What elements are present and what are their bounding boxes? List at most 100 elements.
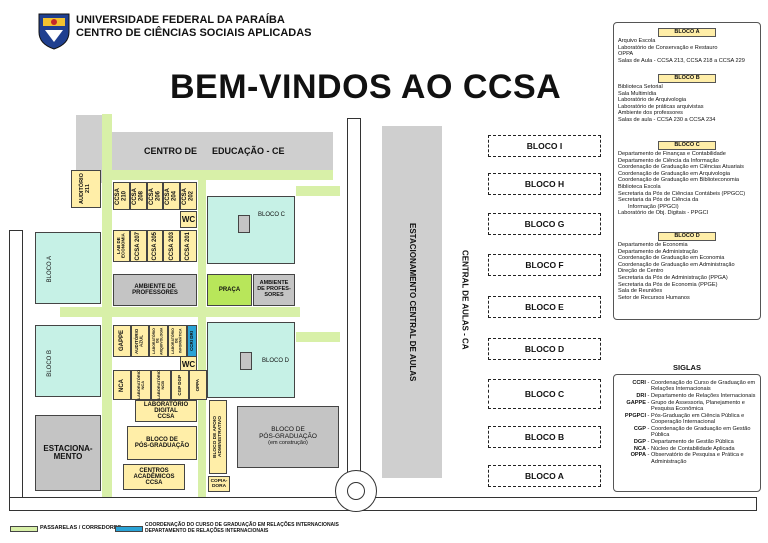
bloco-c-label: BLOCO C [258,212,286,218]
room-gappe: GAPPE [113,325,131,357]
sigla-abbr: GAPPE [626,399,646,406]
sigla-separator: - [646,452,651,459]
legend-walkway-swatch [10,526,38,532]
road-center-vertical [347,118,361,508]
sigla-row: CCRI - Coordenação do Curso de Graduação… [616,380,759,392]
room-lab-economia: LAB DE ECONOMIA [113,230,130,262]
walkway-horizontal-top [112,170,333,180]
laboratorio-digital: LABORATÓRIO DIGITAL CCSA [135,400,197,422]
centro-educacao-label-b: EDUCAÇÃO - CE [212,146,285,156]
panel-bloco-c-item: Laboratório de Obj. Digitais - PPGCI [618,210,709,217]
sigla-desc: Coordenação de Graduação em Gestão Públi… [650,425,751,438]
rooms-row-three: NCA LABORATÓRIO NCA LABORATÓRIO NCB CGP … [113,370,208,400]
room-ccsa-202: CCSA 202 [180,182,197,210]
central-aulas-bloco-g: BLOCO G [488,213,601,235]
panel-bloco-c-item: Coordenação de Graduação em Arquivologia [618,170,730,177]
panel-bloco-d-item: Departamento de Economia [618,242,688,248]
ambiente-profes-sores: AMBIENTE DE PROFES- SORES [253,274,295,306]
sigla-abbr: OPPA [630,452,646,459]
ccsa-rooms-top: CCSA 210 CCSA 208 CCSA 206 CCSA 204 CCSA… [113,182,197,210]
legend-ccri-label-b: DEPARTAMENTO DE RELAÇÕES INTERNACIONAIS [145,528,269,534]
panel-bloco-a-item: Salas de Aula - CCSA 213, CCSA 218 a CCS… [618,57,745,64]
sigla-separator: - [646,438,651,445]
panel-bloco-b-item: Laboratório de Arquivologia [618,97,687,104]
walkway-vertical-inner [198,180,206,502]
rooms-row-two: GAPPE AUDITÓRIO AZUL LABORATÓRIO DE ARQU… [113,325,197,357]
sigla-desc: Núcleo de Contabilidade Aplicada [650,445,735,452]
room-ccsa-203: CCSA 203 [163,230,181,262]
center-name: CENTRO DE CIÊNCIAS SOCIAIS APLICADAS [76,27,312,39]
sigla-abbr: CCRI [632,380,646,386]
sigla-row: GAPPE - Grupo de Assessoria, Planejament… [616,400,759,412]
room-ccsa-208: CCSA 208 [129,182,147,210]
panel-bloco-d-item: Departamento de Administração [618,248,698,255]
room-ccsa-210: CCSA 210 [113,182,130,210]
road-bottom-horizontal [9,497,757,511]
panel-bloco-c-item: Informação (PPGCI) [628,203,679,210]
university-name: UNIVERSIDADE FEDERAL DA PARAÍBA [76,14,285,26]
sigla-separator: - [646,393,651,399]
room-ccsa-207: CCSA 207 [129,230,147,262]
estacionamento-central-de-aulas: ESTACIONAMENTO CENTRAL DE AULAS [382,126,442,478]
bloco-b-building [35,325,101,397]
panel-bloco-d-item: Secretaria da Pós de Administração (PPGA… [618,274,728,281]
central-aulas-bloco-e: BLOCO E [488,296,601,318]
panel-bloco-d-item: Coordenação de Graduação em Administraçã… [618,261,735,268]
room-ccsa-204: CCSA 204 [163,182,181,210]
panel-bloco-b-title: BLOCO B [658,74,716,83]
sigla-row: DGP - Departamento de Gestão Pública [616,439,759,445]
legend-ccri-swatch [115,526,143,532]
sigla-abbr: DGP [633,438,646,445]
panel-bloco-b-item: Ambiente dos professores [618,110,683,117]
central-aulas-bloco-d: BLOCO D [488,338,601,360]
bloco-d-label: BLOCO D [262,358,290,364]
room-cgp-dgp: CGP DGP [171,370,189,400]
central-aulas-bloco-h: BLOCO H [488,173,601,195]
room-ccsa-205: CCSA 205 [146,230,164,262]
centro-educacao-area [112,132,333,170]
panel-bloco-a-item: Arquivo Escola [618,38,656,44]
sigla-separator: - [646,412,651,419]
bloco-a-label: BLOCO A [47,256,53,283]
sigla-row: DRI - Departamento de Relações Internaci… [616,393,759,399]
walkway-to-road-bottom [296,332,340,342]
panel-bloco-d-title: BLOCO D [658,232,716,241]
bloco-c-building [207,196,295,264]
sigla-separator: - [646,445,651,452]
panel-bloco-c-item: Coordenação de Graduação em Ciências Atu… [618,164,744,171]
sigla-separator: - [646,380,651,386]
room-lab-nca: LABORATÓRIO NCA [131,370,151,400]
centros-academicos: CENTROS ACADÊMICOS CCSA [123,464,185,490]
central-de-aulas-label: CENTRAL DE AULAS - CA [460,250,470,350]
praca: PRAÇA [207,274,252,306]
bloco-c-core [238,215,250,233]
panel-bloco-b-item: Salas de aula - CCSA 230 a CCSA 234 [618,116,716,123]
sigla-row: NCA - Núcleo de Contabilidade Aplicada [616,446,759,452]
central-aulas-bloco-f: BLOCO F [488,254,601,276]
walkway-horizontal-mid [60,307,300,317]
room-ccsa-206: CCSA 206 [146,182,164,210]
room-ccsa-201: CCSA 201 [180,230,197,262]
bloco-apoio-administrativo: BLOCO DE APOIO ADMINISTRATIVO [209,400,227,474]
ufpb-logo [37,12,71,50]
siglas-panel [613,374,761,492]
panel-bloco-c-item: Biblioteca Escola [618,183,661,190]
road-left-vertical [9,230,23,510]
panel-bloco-a-item: Laboratório de Conservação e Restauro [618,44,718,51]
ambiente-professores: AMBIENTE DE PROFESSORES [113,274,197,306]
room-auditorio-azul: AUDITÓRIO AZUL [131,325,149,357]
panel-bloco-b-item: Biblioteca Setorial [618,84,663,90]
panel-bloco-c-list: Departamento de Finanças e Contabilidade… [618,151,760,217]
panel-bloco-d-item: Secretaria da Pós de Economia (PPGE) [618,281,718,288]
panel-bloco-c-item: Coordenação de Graduação em Bibliotecono… [618,177,739,184]
sigla-abbr: NCA [633,445,646,452]
panel-bloco-c-title: BLOCO C [658,141,716,150]
panel-bloco-d-item: Coordenação de Graduação em Economia [618,255,725,262]
sigla-desc: Departamento de Gestão Pública [650,438,734,445]
siglas-title: SIGLAS [673,363,701,372]
panel-bloco-d-item: Direção de Centro [618,268,664,275]
sigla-row: OPPA - Observatório de Pesquisa e Prátic… [616,452,759,464]
panel-bloco-a-item: OPPA [618,51,634,58]
auditorio-211: AUDITÓRIO 211 [71,170,101,208]
